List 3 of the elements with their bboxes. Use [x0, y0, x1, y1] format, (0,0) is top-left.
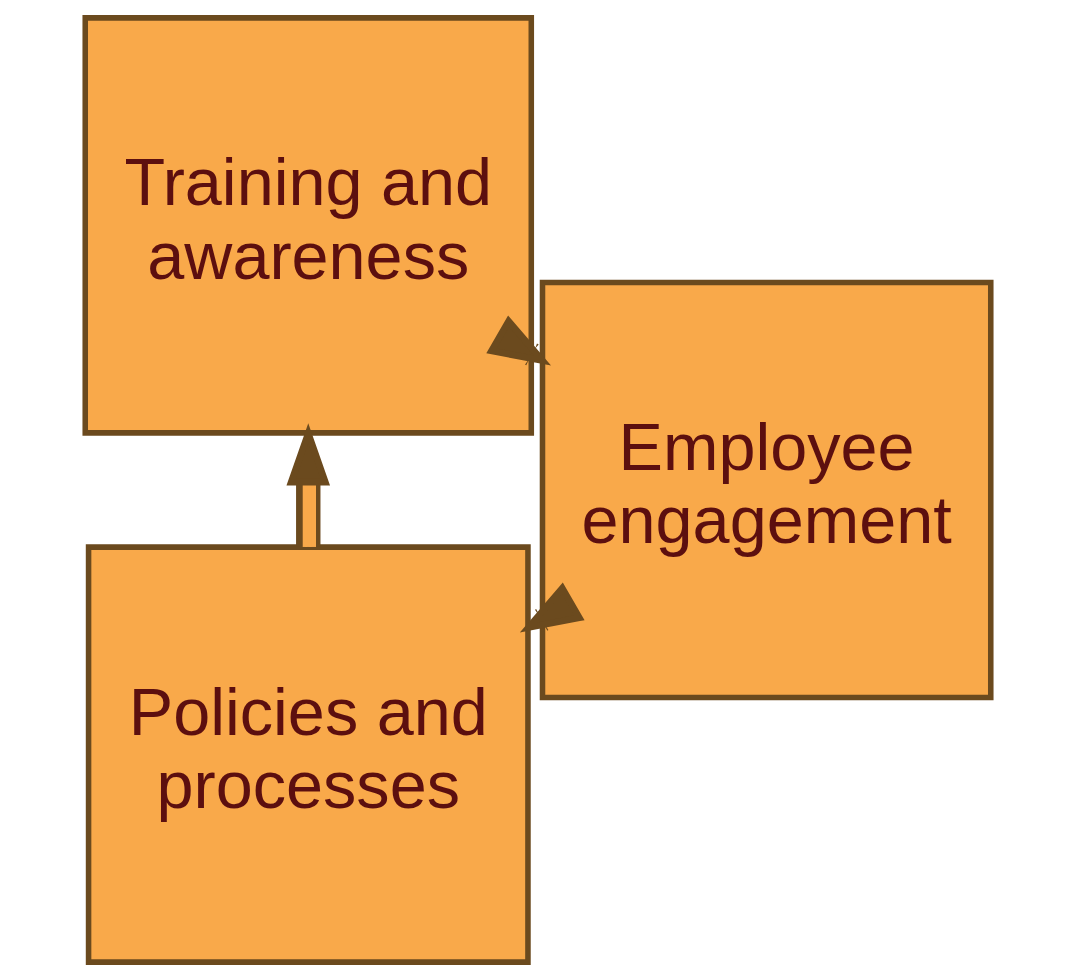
- arrow: [286, 422, 331, 547]
- arrow: [486, 315, 552, 366]
- node-box: Policies and processes: [85, 543, 531, 965]
